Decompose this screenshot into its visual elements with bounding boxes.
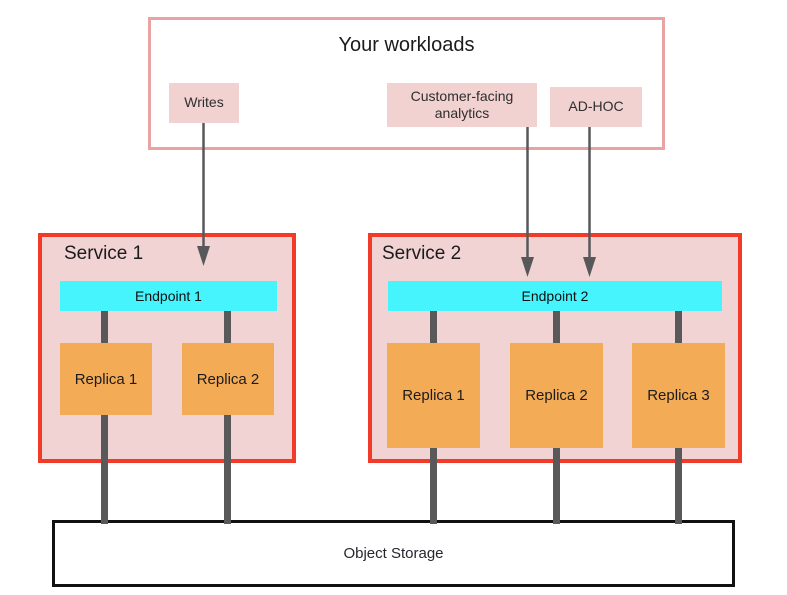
endpoint-1-label: Endpoint 1 <box>135 288 202 304</box>
service-2-replica-3-label: Replica 3 <box>647 387 710 404</box>
service-1-title: Service 1 <box>64 243 144 264</box>
pipe-endpoint2-replica1 <box>430 311 437 343</box>
pipe-endpoint1-replica2 <box>224 311 231 343</box>
pipe-endpoint2-replica2 <box>553 311 560 343</box>
pipe-endpoint1-replica1 <box>101 311 108 343</box>
service-1-replica-2: Replica 2 <box>182 343 274 415</box>
service-1-replica-2-label: Replica 2 <box>196 370 260 388</box>
service-2-replica-1-label: Replica 1 <box>402 387 465 404</box>
workload-chip-customer-facing-analytics: Customer-facing analytics <box>387 83 537 127</box>
pipe-endpoint2-replica3 <box>675 311 682 343</box>
service-2-replica-2: Replica 2 <box>510 343 603 448</box>
service-2-title: Service 2 <box>382 243 462 264</box>
workloads-title: Your workloads <box>338 34 475 56</box>
pipe-s1-replica1-storage <box>101 415 108 524</box>
service-2-replica-1: Replica 1 <box>387 343 480 448</box>
pipe-s2-replica3-storage <box>675 448 682 524</box>
service-1-replica-1-label: Replica 1 <box>74 370 138 388</box>
workload-chip-writes: Writes <box>169 83 239 123</box>
pipe-s2-replica2-storage <box>553 448 560 524</box>
pipe-s2-replica1-storage <box>430 448 437 524</box>
workload-chip-customer-facing-analytics-label: Customer-facing analytics <box>410 87 514 122</box>
workload-chip-ad-hoc: AD-HOC <box>550 87 642 127</box>
workload-chip-writes-label: Writes <box>184 94 224 111</box>
object-storage-label: Object Storage <box>343 545 444 562</box>
endpoint-1-bar: Endpoint 1 <box>60 281 277 311</box>
service-1-replica-1: Replica 1 <box>60 343 152 415</box>
workload-chip-ad-hoc-label: AD-HOC <box>568 98 624 115</box>
service-2-replica-2-label: Replica 2 <box>525 387 588 404</box>
object-storage-box: Object Storage <box>52 520 735 587</box>
endpoint-2-bar: Endpoint 2 <box>388 281 722 311</box>
pipe-s1-replica2-storage <box>224 415 231 524</box>
service-2-replica-3: Replica 3 <box>632 343 725 448</box>
endpoint-2-label: Endpoint 2 <box>521 288 589 304</box>
